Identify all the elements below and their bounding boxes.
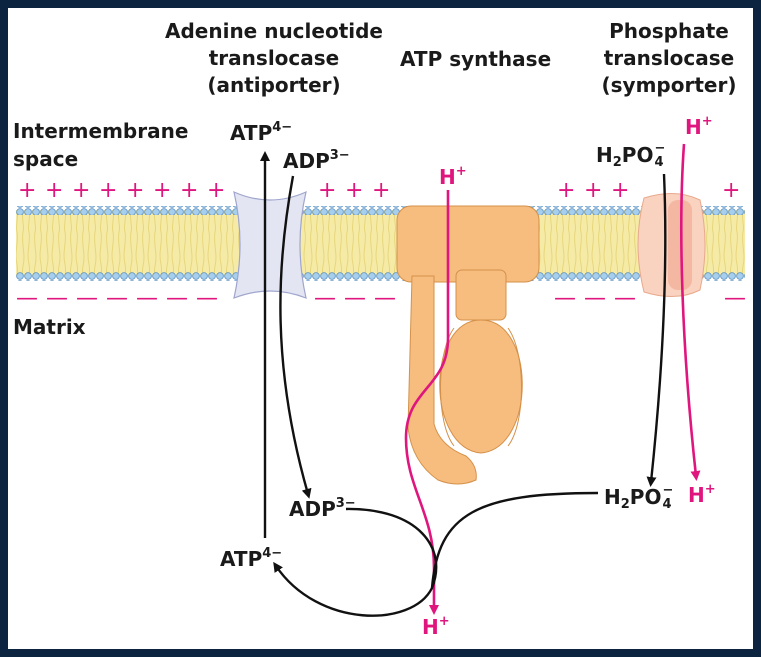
adenine-title-line-2: translocase [208, 46, 340, 70]
plus-sign: + [318, 178, 337, 203]
adenine-nucleotide-translocase [233, 190, 307, 299]
phosphate-title-line-2: translocase [603, 46, 735, 70]
adenine-translocase-title: Adenine nucleotide translocase (antiport… [158, 20, 390, 96]
plus-sign: + [722, 178, 741, 203]
adp-import-arrow [279, 175, 312, 499]
minus-sign: — [344, 286, 366, 311]
oxidative-phosphorylation-diagram [16, 143, 745, 617]
phosphate-title-line-1: Phosphate [609, 19, 729, 43]
atp-label-matrix: ATP4− [220, 546, 283, 571]
phosphate-title-line-3: (symporter) [601, 73, 737, 97]
minus-sign: — [46, 286, 68, 311]
minus-sign: — [554, 286, 576, 311]
plus-sign: + [99, 178, 118, 203]
adenine-title-line-1: Adenine nucleotide [164, 19, 383, 43]
plus-sign: + [153, 178, 172, 203]
phosphate-to-synthesis-curve [430, 491, 599, 589]
phosphate-translocase-title: Phosphate translocase (symporter) [586, 20, 752, 96]
minus-sign: — [16, 286, 38, 311]
diagram-panel: Adenine nucleotide translocase (antiport… [8, 8, 753, 649]
proton-path-phosphate [680, 143, 701, 481]
minus-sign: — [614, 286, 636, 311]
adenine-title-line-3: (antiporter) [207, 73, 341, 97]
plus-sign: + [207, 178, 226, 203]
plus-sign: + [611, 178, 630, 203]
intermembrane-line-2: space [13, 147, 79, 171]
minus-sign: — [196, 286, 218, 311]
phosphate-label-top: H2PO−4 [596, 141, 666, 170]
atp-synthase-title: ATP synthase [400, 47, 552, 71]
plus-sign: + [72, 178, 91, 203]
adp-label-matrix: ADP3− [289, 496, 356, 521]
proton-label-synthase-matrix: H+ [422, 614, 450, 639]
plus-sign: + [45, 178, 64, 203]
adp-label-top: ADP3− [283, 148, 350, 173]
minus-sign: — [76, 286, 98, 311]
phosphate-import-arrow [646, 173, 667, 487]
minus-sign: — [724, 286, 746, 311]
minus-sign: — [106, 286, 128, 311]
atp-synthase [396, 205, 540, 485]
plus-sign: + [584, 178, 603, 203]
plus-sign: + [180, 178, 199, 203]
plus-sign: + [18, 178, 37, 203]
proton-label-phosphate-top: H+ [685, 114, 713, 139]
atp-synthesis-curve [273, 507, 438, 617]
plus-sign: + [126, 178, 145, 203]
atp-label-top: ATP4− [230, 120, 293, 145]
proton-path-synthase [404, 190, 450, 615]
phosphate-translocase [637, 193, 706, 297]
minus-sign: — [136, 286, 158, 311]
matrix-label: Matrix [13, 315, 86, 339]
inner-mitochondrial-membrane [16, 206, 745, 281]
minus-sign: — [166, 286, 188, 311]
minus-sign: — [374, 286, 396, 311]
plus-sign: + [345, 178, 364, 203]
plus-sign: + [557, 178, 576, 203]
minus-sign: — [314, 286, 336, 311]
proton-label-synthase-top: H+ [439, 164, 467, 189]
minus-sign: — [584, 286, 606, 311]
intermembrane-space-label: Intermembrane space [13, 120, 188, 170]
proton-label-phosphate-matrix: H+ [688, 482, 716, 507]
plus-sign: + [372, 178, 391, 203]
intermembrane-line-1: Intermembrane [13, 119, 189, 143]
phosphate-label-matrix: H2PO−4 [604, 483, 674, 512]
